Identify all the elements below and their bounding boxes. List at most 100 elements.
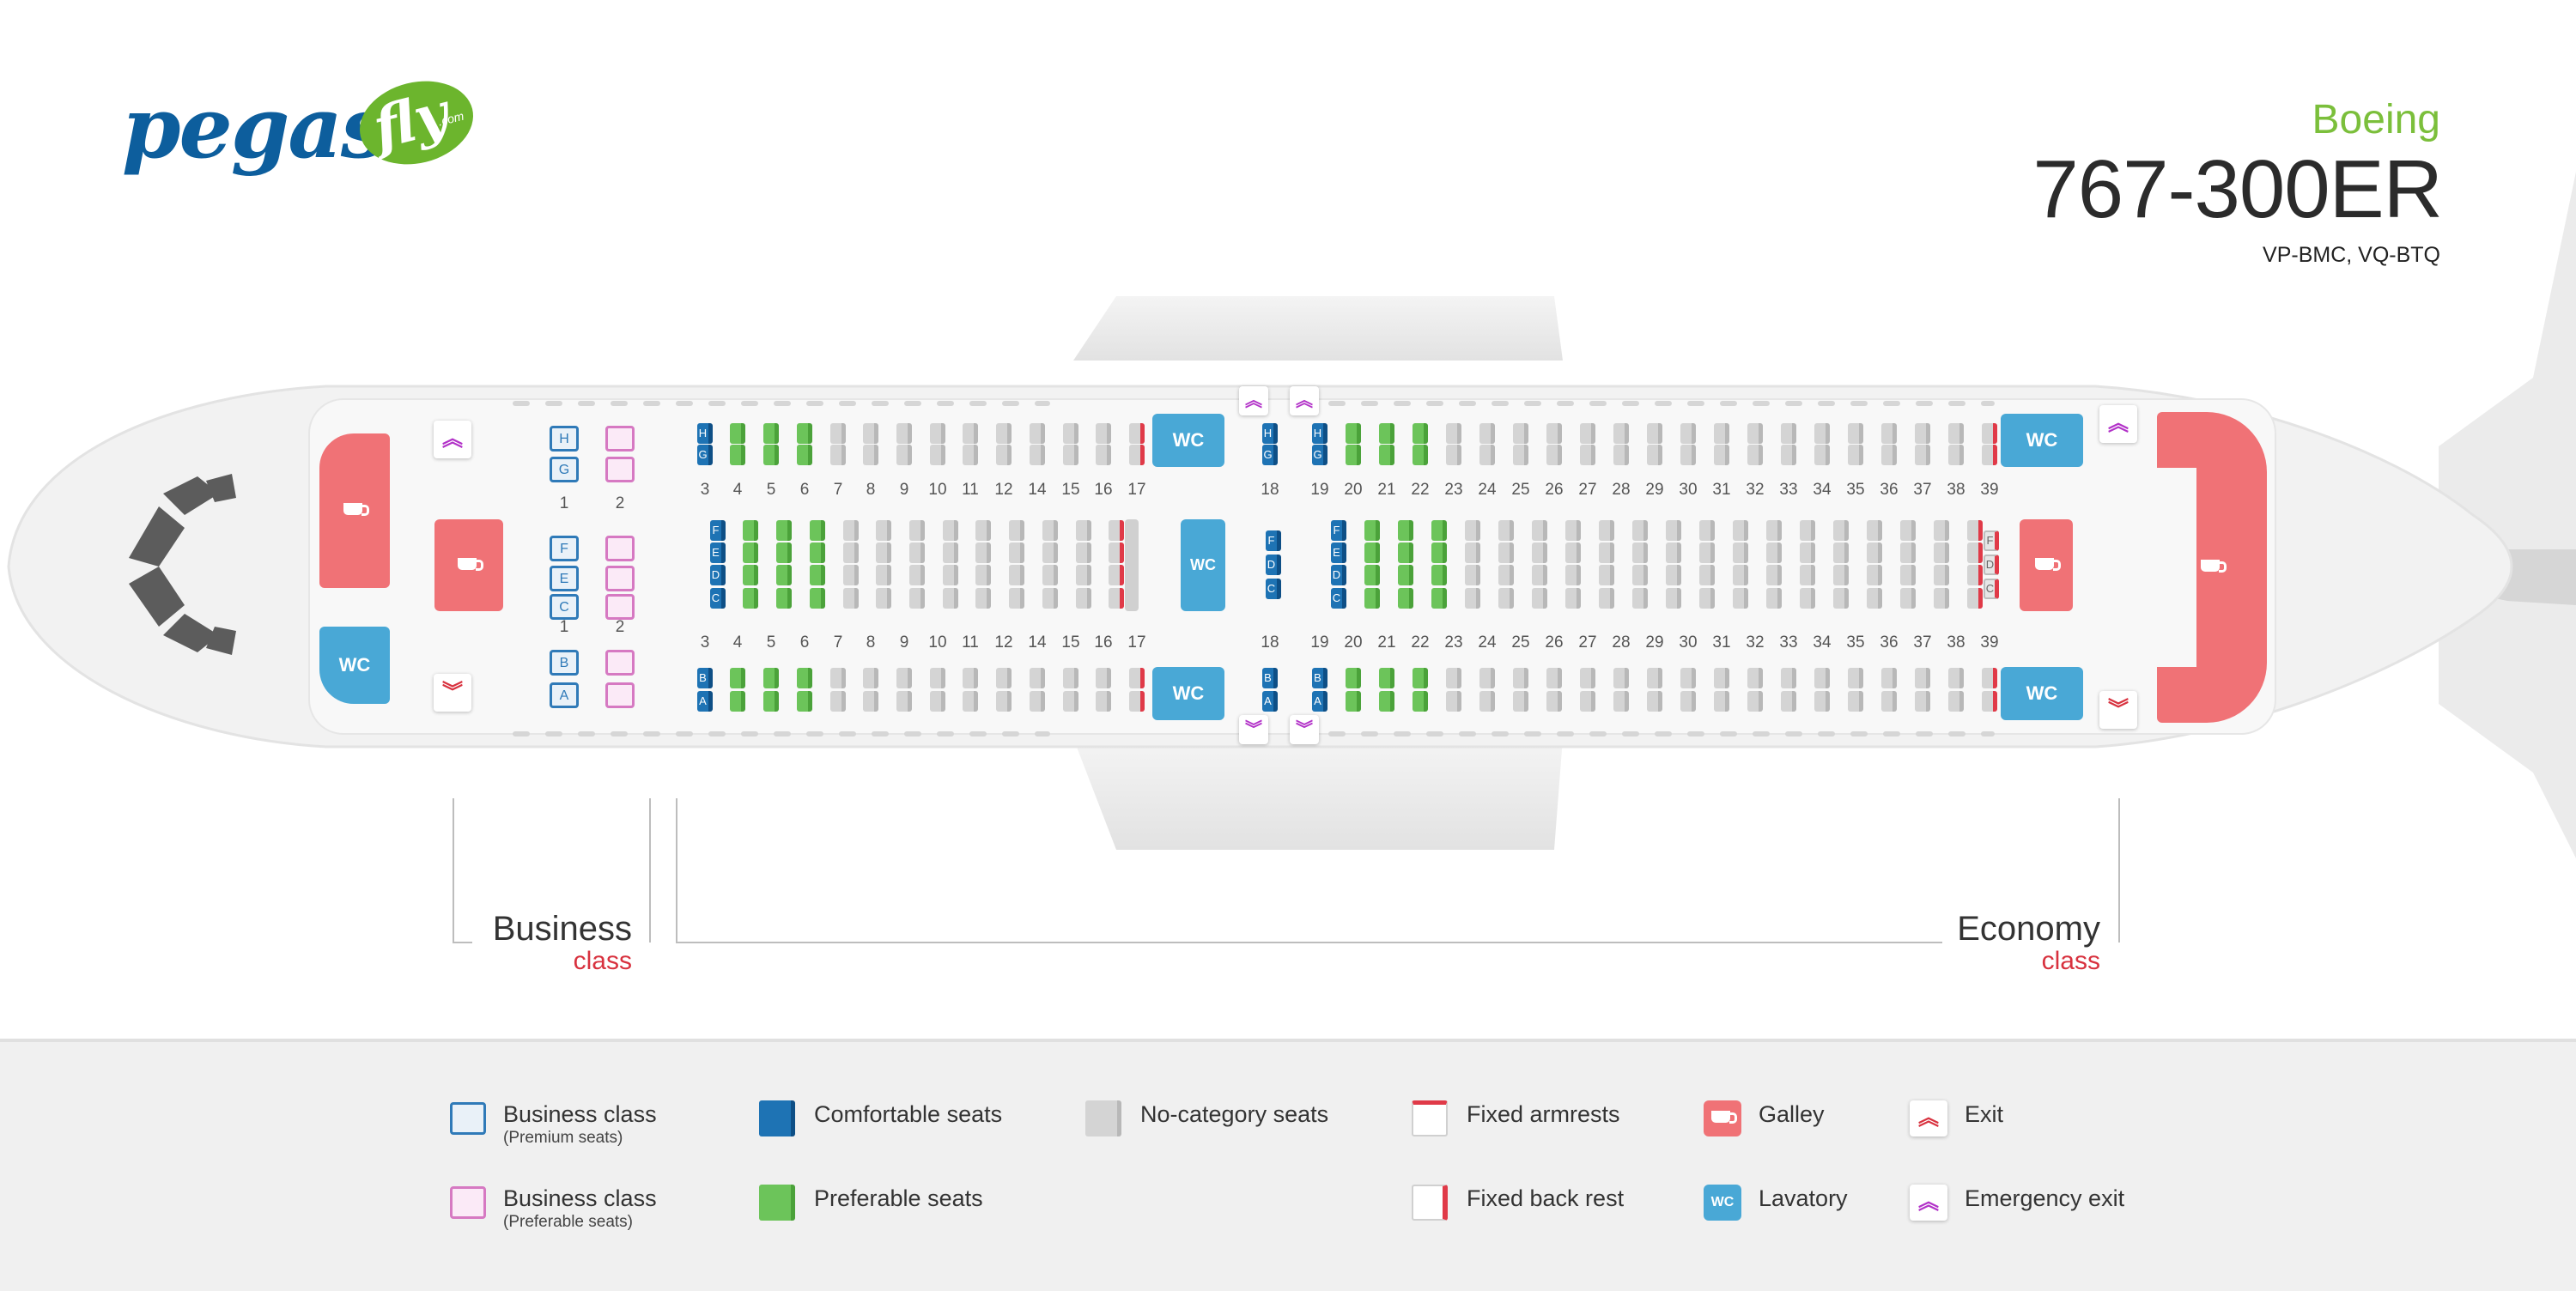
seat[interactable] bbox=[1498, 520, 1514, 541]
seat[interactable]: G bbox=[1312, 445, 1327, 465]
business-seat[interactable]: F bbox=[550, 536, 579, 561]
seat[interactable] bbox=[876, 542, 891, 563]
seat[interactable] bbox=[843, 542, 859, 563]
seat[interactable] bbox=[1814, 423, 1830, 444]
seat[interactable] bbox=[743, 588, 758, 609]
seat[interactable] bbox=[1781, 445, 1796, 465]
seat[interactable] bbox=[1666, 565, 1681, 585]
seat[interactable] bbox=[1009, 588, 1024, 609]
seat[interactable] bbox=[1680, 423, 1696, 444]
seat[interactable] bbox=[1498, 588, 1514, 609]
seat[interactable] bbox=[1364, 520, 1380, 541]
seat[interactable] bbox=[1063, 445, 1078, 465]
seat[interactable] bbox=[1733, 542, 1748, 563]
seat[interactable] bbox=[1982, 445, 1997, 465]
seat[interactable] bbox=[1934, 520, 1949, 541]
seat[interactable] bbox=[763, 423, 779, 444]
seat[interactable]: F bbox=[710, 520, 726, 541]
seat[interactable] bbox=[1632, 542, 1648, 563]
seat[interactable] bbox=[1699, 565, 1715, 585]
seat[interactable] bbox=[1413, 691, 1428, 712]
seat[interactable] bbox=[1714, 668, 1729, 688]
seat[interactable] bbox=[797, 445, 812, 465]
seat[interactable] bbox=[1599, 542, 1614, 563]
seat[interactable] bbox=[1848, 445, 1863, 465]
seat[interactable] bbox=[776, 588, 792, 609]
seat[interactable] bbox=[1009, 520, 1024, 541]
business-seat[interactable]: C bbox=[550, 594, 579, 620]
seat[interactable] bbox=[963, 668, 978, 688]
seat[interactable] bbox=[1465, 520, 1480, 541]
seat[interactable] bbox=[1699, 542, 1715, 563]
seat[interactable] bbox=[1948, 691, 1964, 712]
seat[interactable] bbox=[1042, 520, 1058, 541]
seat[interactable] bbox=[1613, 691, 1629, 712]
seat[interactable] bbox=[1833, 565, 1849, 585]
seat[interactable]: C bbox=[710, 588, 726, 609]
seat[interactable] bbox=[1532, 565, 1547, 585]
seat[interactable] bbox=[975, 588, 991, 609]
seat[interactable] bbox=[1513, 445, 1528, 465]
seat[interactable] bbox=[896, 691, 912, 712]
seat[interactable] bbox=[1498, 542, 1514, 563]
seat[interactable] bbox=[1009, 565, 1024, 585]
seat[interactable] bbox=[1599, 588, 1614, 609]
seat[interactable] bbox=[1915, 445, 1930, 465]
seat[interactable]: E bbox=[710, 542, 726, 563]
seat[interactable] bbox=[1042, 565, 1058, 585]
seat[interactable] bbox=[909, 542, 925, 563]
seat[interactable] bbox=[1900, 520, 1916, 541]
seat[interactable] bbox=[1398, 542, 1413, 563]
seat[interactable] bbox=[1030, 445, 1045, 465]
seat[interactable] bbox=[1881, 423, 1897, 444]
seat[interactable]: F bbox=[1331, 520, 1346, 541]
seat[interactable] bbox=[1446, 668, 1461, 688]
seat[interactable] bbox=[843, 565, 859, 585]
seat[interactable] bbox=[1498, 565, 1514, 585]
seat[interactable] bbox=[1766, 520, 1782, 541]
business-seat[interactable] bbox=[605, 536, 635, 561]
seat[interactable] bbox=[996, 668, 1012, 688]
seat[interactable]: F bbox=[1266, 530, 1281, 551]
seat[interactable] bbox=[1096, 445, 1111, 465]
seat[interactable] bbox=[1881, 691, 1897, 712]
seat[interactable] bbox=[876, 588, 891, 609]
seat[interactable] bbox=[743, 520, 758, 541]
seat[interactable] bbox=[1042, 588, 1058, 609]
seat[interactable] bbox=[1814, 691, 1830, 712]
seat[interactable] bbox=[1781, 691, 1796, 712]
seat[interactable] bbox=[1781, 423, 1796, 444]
seat[interactable] bbox=[1747, 445, 1763, 465]
seat[interactable] bbox=[797, 423, 812, 444]
seat[interactable]: H bbox=[697, 423, 713, 444]
seat[interactable] bbox=[1666, 520, 1681, 541]
seat[interactable] bbox=[930, 423, 945, 444]
seat[interactable] bbox=[1867, 542, 1882, 563]
seat[interactable] bbox=[1346, 423, 1361, 444]
business-seat[interactable]: H bbox=[550, 426, 579, 452]
seat[interactable] bbox=[1680, 445, 1696, 465]
seat[interactable] bbox=[1647, 668, 1662, 688]
seat[interactable] bbox=[1379, 445, 1394, 465]
seat[interactable] bbox=[1364, 588, 1380, 609]
seat[interactable] bbox=[1346, 668, 1361, 688]
seat[interactable] bbox=[730, 445, 745, 465]
seat[interactable] bbox=[909, 565, 925, 585]
seat[interactable] bbox=[1967, 588, 1983, 609]
seat[interactable] bbox=[1580, 691, 1595, 712]
seat[interactable]: D bbox=[710, 565, 726, 585]
seat[interactable] bbox=[1714, 445, 1729, 465]
seat[interactable] bbox=[1479, 423, 1495, 444]
seat[interactable] bbox=[1431, 520, 1447, 541]
seat[interactable] bbox=[1465, 588, 1480, 609]
seat[interactable] bbox=[930, 691, 945, 712]
business-seat[interactable] bbox=[605, 594, 635, 620]
seat[interactable]: D bbox=[1266, 555, 1281, 575]
seat[interactable] bbox=[1580, 668, 1595, 688]
seat[interactable] bbox=[1479, 691, 1495, 712]
seat[interactable] bbox=[1398, 565, 1413, 585]
business-seat[interactable] bbox=[605, 650, 635, 676]
seat[interactable] bbox=[1076, 520, 1091, 541]
seat[interactable]: B bbox=[697, 668, 713, 688]
seat[interactable] bbox=[1413, 668, 1428, 688]
